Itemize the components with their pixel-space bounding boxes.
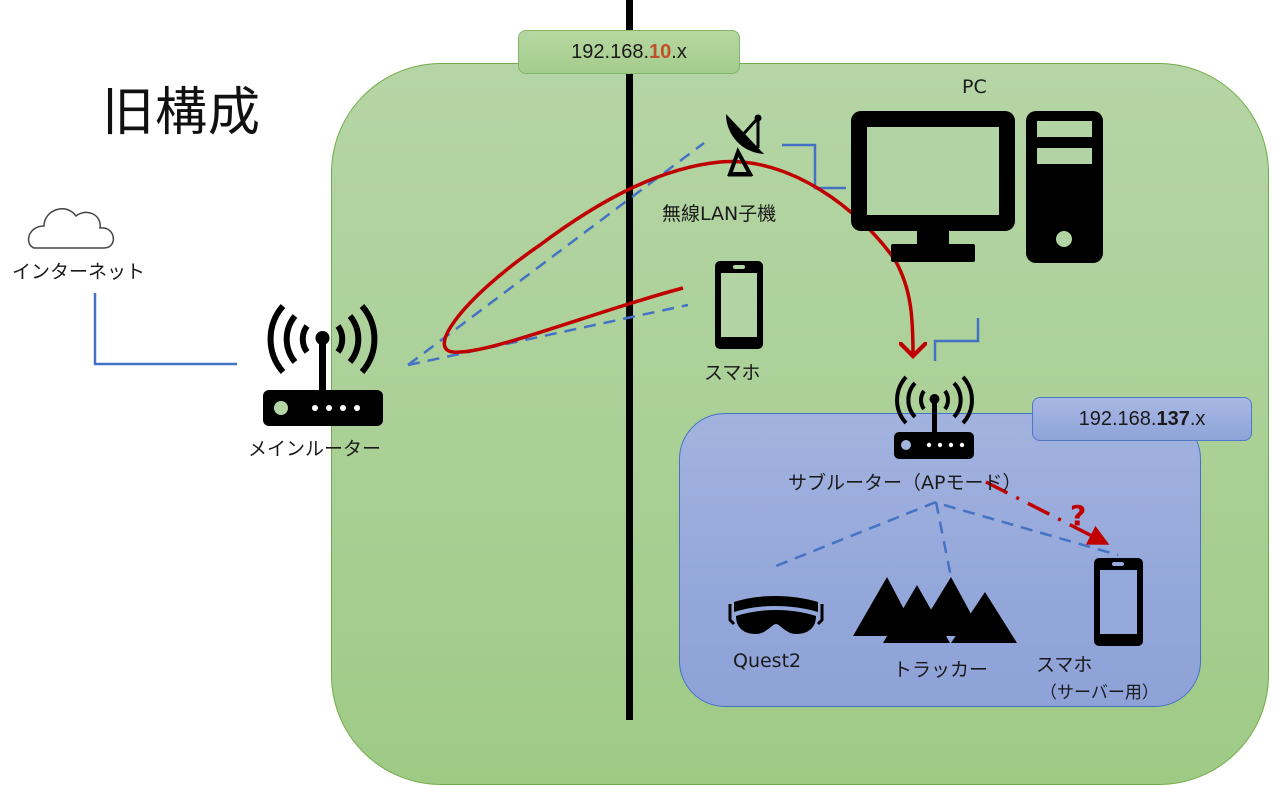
wireless-adapter-label: 無線LAN子機 bbox=[662, 203, 777, 225]
ip-suffix: .x bbox=[1189, 407, 1206, 430]
pc-label: PC bbox=[962, 76, 987, 98]
sub-router-label: サブルーター（APモード） bbox=[788, 472, 1022, 494]
server-phone-sublabel: （サーバー用） bbox=[1040, 683, 1159, 703]
data-flow-arrow bbox=[442, 159, 913, 356]
server-phone-label: スマホ bbox=[1036, 654, 1093, 676]
wireless-link-subrouter-tracker bbox=[934, 501, 953, 578]
wired-link-pc-subrouter bbox=[933, 318, 980, 361]
unknown-flow-arrow bbox=[985, 480, 1110, 545]
smartphone-icon bbox=[715, 261, 763, 349]
server-smartphone-icon bbox=[1094, 558, 1143, 646]
ip-prefix: 192.168. bbox=[571, 40, 650, 63]
desktop-pc-icon bbox=[851, 111, 1103, 263]
wireless-link-subrouter-quest2 bbox=[775, 500, 937, 568]
question-mark: ? bbox=[1070, 499, 1086, 532]
main-network-ip-label: 192.168.10.x bbox=[518, 30, 740, 74]
quest2-label: Quest2 bbox=[733, 650, 802, 672]
wired-link-internet-router bbox=[93, 293, 237, 366]
ip-prefix: 192.168. bbox=[1078, 407, 1157, 430]
ip-suffix: .x bbox=[671, 40, 687, 63]
satellite-dish-icon bbox=[725, 114, 764, 177]
cloud-icon bbox=[27, 208, 114, 249]
internet-label: インターネット bbox=[12, 261, 146, 283]
vr-headset-icon bbox=[728, 596, 824, 634]
smartphone-label: スマホ bbox=[704, 362, 761, 384]
wireless-link-router-phone bbox=[407, 303, 689, 367]
sub-router-icon bbox=[894, 375, 974, 459]
room-divider bbox=[626, 0, 633, 720]
main-router-icon bbox=[263, 304, 383, 426]
ip-subnet-highlight: 10 bbox=[649, 40, 672, 63]
diagram-canvas: ? bbox=[27, 111, 1143, 646]
sub-network-ip-label: 192.168.137.x bbox=[1032, 397, 1252, 441]
main-router-label: メインルーター bbox=[248, 438, 382, 460]
ip-subnet-highlight: 137 bbox=[1156, 407, 1190, 430]
wired-link-adapter-pc bbox=[782, 143, 846, 190]
tracker-label: トラッカー bbox=[893, 659, 989, 681]
wireless-link-subrouter-serverphone bbox=[943, 503, 1119, 557]
tracker-icon bbox=[853, 577, 1017, 643]
page-title: 旧構成 bbox=[102, 83, 262, 143]
